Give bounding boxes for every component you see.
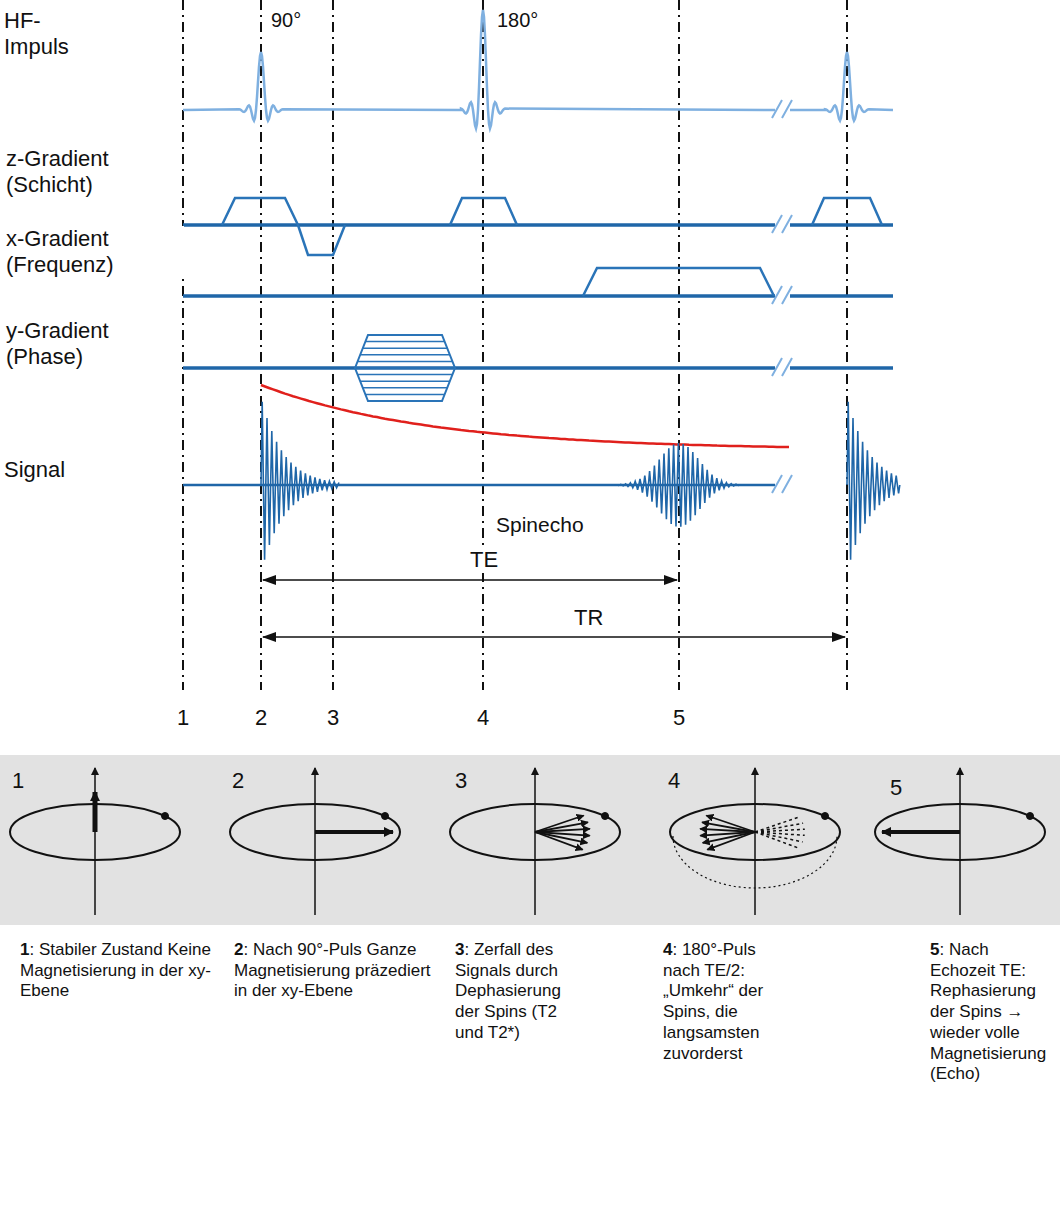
spin-illustrations [10,768,1045,915]
axis-label: Signal [4,457,65,483]
axis-label: z-Gradient (Schicht) [4,146,178,199]
caption-text: : Nach Echozeit TE: Rephasierung der Spi… [930,940,1046,1083]
spin-panel [0,755,1060,925]
caption-text: : Nach 90°-Puls Ganze Magnetisierung prä… [234,940,431,1000]
axis-label: TR [572,605,605,631]
signal-trace [261,402,900,560]
caption-number: 2 [234,940,243,959]
caption-text: : Zerfall des Signals durch Dephasierung… [455,940,561,1042]
callout-number: 3 [455,768,467,794]
axis-label: y-Gradient (Phase) [4,318,178,371]
gradients [183,198,893,485]
callout-number: 2 [232,768,244,794]
caption-number: 5 [930,940,939,959]
callout-number: 1 [12,768,24,794]
caption-text: : Stabiler Zustand Keine Magnetisierung … [20,940,211,1000]
break-marks [772,100,792,493]
callout-number: 5 [673,705,685,731]
callout-number: 2 [255,705,267,731]
step-caption: 4: 180°-Puls nach TE/2: „Umkehr“ der Spi… [663,940,787,1064]
step-caption: 2: Nach 90°-Puls Ganze Magnetisierung pr… [234,940,446,1002]
step-caption: 1: Stabiler Zustand Keine Magnetisierung… [20,940,220,1002]
callout-number: 5 [890,775,902,801]
axis-label: TE [468,547,500,573]
caption-number: 1 [20,940,29,959]
time-arrows [263,580,845,637]
callout-number: 4 [668,768,680,794]
step-caption: 5: Nach Echozeit TE: Rephasierung der Sp… [930,940,1056,1085]
caption-text: : 180°-Puls nach TE/2: „Umkehr“ der Spin… [663,940,763,1063]
caption-number: 4 [663,940,672,959]
callout-number: 3 [327,705,339,731]
axis-label: Spinecho [496,512,584,537]
axis-label: 90° [271,8,301,32]
callout-number: 1 [177,705,189,731]
caption-number: 3 [455,940,464,959]
axis-label: HF- Impuls [4,8,99,61]
callout-number: 4 [477,705,489,731]
step-caption: 3: Zerfall des Signals durch Dephasierun… [455,940,567,1044]
t2-decay-curve [261,385,789,447]
axis-label: x-Gradient (Frequenz) [4,226,184,279]
time-lines [183,0,847,690]
axis-label: 180° [497,8,538,32]
